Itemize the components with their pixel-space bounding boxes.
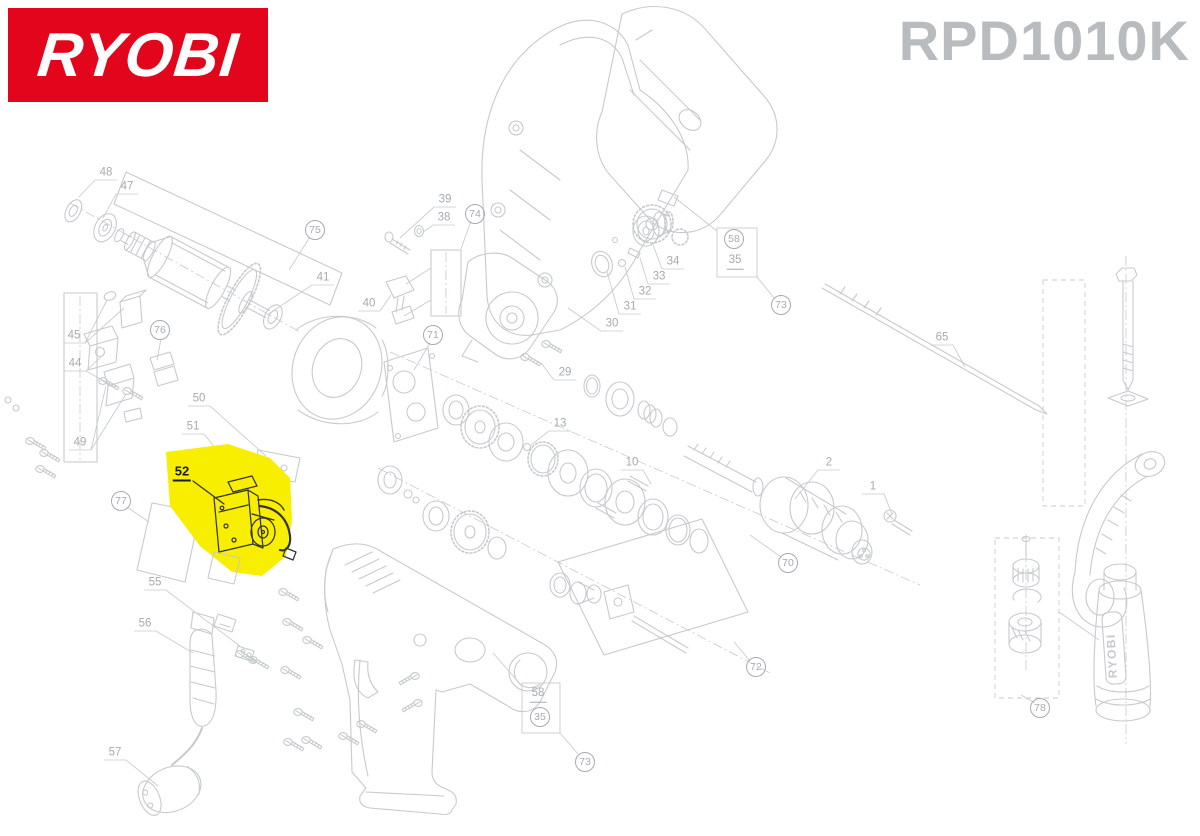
grip-brand-text: RYOBI (1104, 633, 1120, 679)
armature-group-outline (113, 171, 343, 306)
cord-assembly (137, 611, 255, 816)
housing-half-front (481, 19, 689, 336)
stator-field (291, 315, 389, 425)
hammer-mechanism (377, 465, 749, 656)
spindle-chuck (683, 443, 913, 565)
drill-body (323, 543, 558, 816)
gear-train (442, 374, 709, 554)
ryobi-logo: RYOBI (8, 8, 268, 102)
switch-base-plate (207, 551, 241, 585)
depth-rod (821, 283, 1048, 415)
gearbox-plate (383, 347, 439, 443)
leader-lines (63, 179, 1100, 787)
clutch-parts (591, 211, 674, 278)
axis-lines (69, 202, 1127, 744)
model-number: RPD1010K (898, 9, 1190, 72)
gear-housing-front (458, 252, 558, 363)
switch-part-52 (192, 475, 297, 561)
selector-lever-parts (384, 224, 462, 325)
armature-assembly (64, 199, 283, 336)
brush-parts (4, 289, 179, 463)
side-handle (1008, 267, 1166, 722)
housing-half-rear (596, 6, 778, 246)
